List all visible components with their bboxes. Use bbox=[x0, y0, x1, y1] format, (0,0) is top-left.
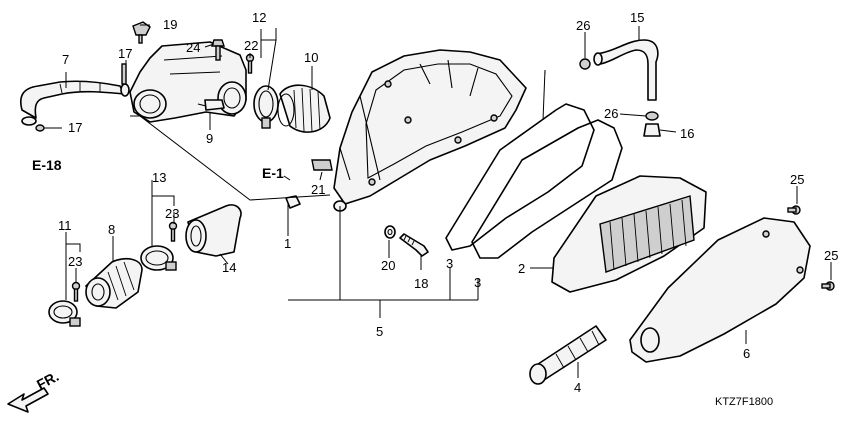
callout-26-lower: 26 bbox=[604, 106, 618, 121]
callout-25-lower: 25 bbox=[824, 248, 838, 263]
callout-17-lower: 17 bbox=[68, 120, 82, 135]
part-4-drain-tube bbox=[529, 325, 607, 385]
callout-15: 15 bbox=[630, 10, 644, 25]
callout-22: 22 bbox=[244, 38, 258, 53]
air-cleaner-case bbox=[333, 49, 527, 212]
part-8-connecting-tube bbox=[85, 257, 143, 309]
leader-lines bbox=[44, 24, 832, 378]
part-20-washer bbox=[384, 225, 396, 239]
part-22-screw bbox=[245, 53, 255, 74]
part-2-air-cleaner-element bbox=[551, 175, 707, 293]
callout-21: 21 bbox=[311, 182, 325, 197]
part-10-bellows-tube bbox=[277, 84, 331, 133]
callout-11: 11 bbox=[58, 218, 72, 233]
callout-10: 10 bbox=[304, 50, 318, 65]
part-14-connecting-tube bbox=[185, 204, 242, 257]
callout-4: 4 bbox=[574, 380, 581, 395]
callout-1: 1 bbox=[284, 236, 291, 251]
callout-24: 24 bbox=[186, 40, 200, 55]
part-3-seal-outer bbox=[445, 103, 595, 251]
part-1-grommet bbox=[285, 195, 301, 209]
callout-3-right: 3 bbox=[474, 275, 481, 290]
callout-19: 19 bbox=[163, 17, 177, 32]
part-25-screw-lower bbox=[821, 281, 835, 291]
callout-12: 12 bbox=[252, 10, 266, 25]
part-26-clip-upper bbox=[579, 58, 591, 70]
callout-16: 16 bbox=[680, 126, 694, 141]
part-21-clip bbox=[311, 159, 333, 171]
callout-5: 5 bbox=[376, 324, 383, 339]
front-indicator-label: FR. bbox=[34, 368, 61, 393]
part-9-connecting-tube bbox=[129, 41, 247, 123]
part-23-screw-lower bbox=[71, 281, 81, 302]
callout-18: 18 bbox=[414, 276, 428, 291]
part-15-breather-tube bbox=[593, 39, 659, 101]
front-arrow-icon bbox=[7, 387, 49, 413]
callout-20: 20 bbox=[381, 258, 395, 273]
part-26-clip-lower bbox=[645, 111, 659, 121]
part-3-seal-inner bbox=[471, 119, 623, 259]
part-17-clip-upper bbox=[121, 63, 127, 85]
callout-7: 7 bbox=[62, 52, 69, 67]
callout-9: 9 bbox=[206, 131, 213, 146]
callout-26-upper: 26 bbox=[576, 18, 590, 33]
callout-8: 8 bbox=[108, 222, 115, 237]
part-6-air-cleaner-cover bbox=[629, 217, 811, 363]
callout-13: 13 bbox=[152, 170, 166, 185]
callout-3-left: 3 bbox=[446, 256, 453, 271]
reference-e18: E-18 bbox=[32, 157, 62, 173]
callout-6: 6 bbox=[743, 346, 750, 361]
part-17-clip-lower bbox=[35, 124, 45, 132]
callout-17-upper: 17 bbox=[118, 46, 132, 61]
part-18-bolt bbox=[399, 233, 429, 257]
callout-25-upper: 25 bbox=[790, 172, 804, 187]
callout-14: 14 bbox=[222, 260, 236, 275]
part-7-breather-tube bbox=[20, 80, 130, 126]
part-12-band bbox=[253, 85, 279, 129]
callout-labels: 19 12 22 24 7 17 17 10 9 21 1 20 18 3 3 … bbox=[58, 10, 838, 395]
diagram-code: KTZ7F1800 bbox=[715, 396, 773, 408]
reference-e1: E-1 bbox=[262, 165, 284, 181]
callout-2: 2 bbox=[518, 261, 525, 276]
part-16-joint bbox=[643, 123, 661, 137]
callout-23-upper: 23 bbox=[165, 206, 179, 221]
part-25-screw-upper bbox=[787, 205, 801, 215]
part-11-band bbox=[48, 300, 81, 327]
part-23-screw-upper bbox=[168, 221, 178, 242]
part-13-band bbox=[140, 245, 177, 271]
callout-23-lower: 23 bbox=[68, 254, 82, 269]
